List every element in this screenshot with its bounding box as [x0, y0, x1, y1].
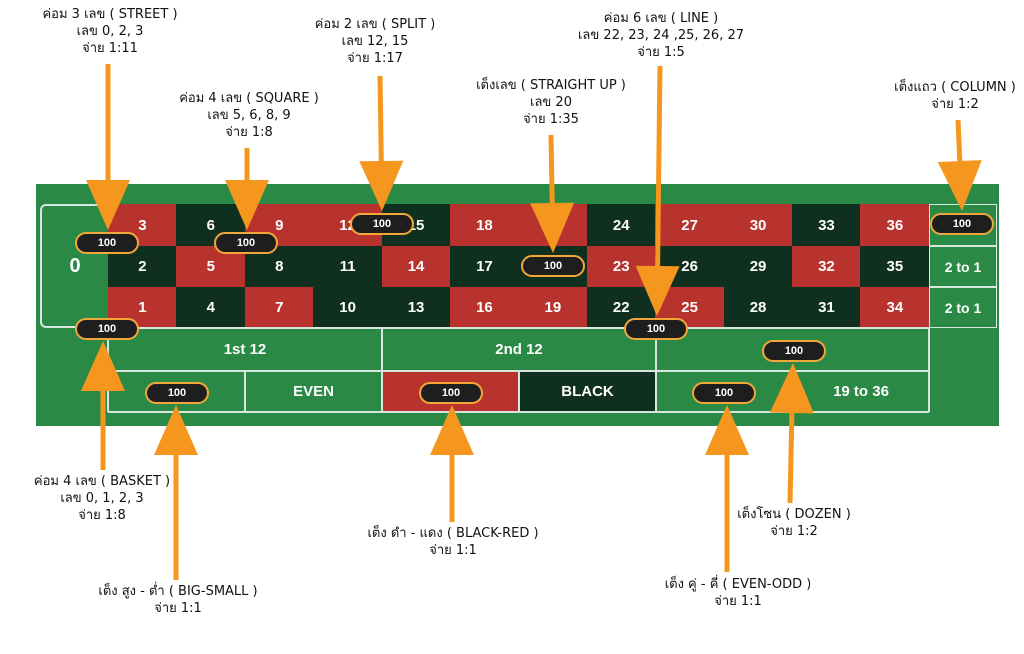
- line-payout: จ่าย 1:5: [637, 45, 685, 60]
- chip-column: 100: [930, 213, 994, 235]
- number-cell-35[interactable]: 35: [860, 246, 930, 287]
- chip-split: 100: [350, 213, 414, 235]
- column-bet-bottom[interactable]: 2 to 1: [929, 287, 997, 328]
- arrow-even-odd: [705, 405, 749, 572]
- black-red-payout: จ่าย 1:1: [429, 543, 477, 558]
- annotation-square: ค่อม 4 เลข ( SQUARE ) เลข 5, 6, 8, 9 จ่า…: [179, 90, 319, 141]
- arrow-column: [937, 119, 982, 211]
- dozen-title: เต็งโซน ( DOZEN ): [737, 507, 851, 522]
- arrow-square: [225, 148, 269, 230]
- arrow-split: [359, 76, 404, 211]
- square-title: ค่อม 4 เลข ( SQUARE ): [179, 91, 319, 106]
- number-cell-24[interactable]: 24: [586, 204, 656, 246]
- street-numbers: เลข 0, 2, 3: [76, 24, 144, 39]
- number-cell-14[interactable]: 14: [381, 246, 451, 287]
- even-odd-payout: จ่าย 1:1: [714, 594, 762, 609]
- chip-straight-up: 100: [521, 255, 585, 277]
- big-small-title: เต็ง สูง - ต่ำ ( BIG-SMALL ): [98, 584, 258, 599]
- even-odd-title: เต็ง คู่ - คี่ ( EVEN-ODD ): [664, 577, 812, 592]
- number-cell-17[interactable]: 17: [450, 246, 519, 287]
- basket-payout: จ่าย 1:8: [78, 508, 126, 523]
- column-payout: จ่าย 1:2: [931, 97, 979, 112]
- number-cell-4[interactable]: 4: [176, 287, 246, 328]
- straight-title: เต็งเลข ( STRAIGHT UP ): [476, 78, 626, 93]
- annotation-basket: ค่อม 4 เลข ( BASKET ) เลข 0, 1, 2, 3 จ่า…: [34, 473, 170, 524]
- chip-big-small: 100: [145, 382, 209, 404]
- number-cell-29[interactable]: 29: [723, 246, 793, 287]
- square-payout: จ่าย 1:8: [225, 125, 273, 140]
- split-numbers: เลข 12, 15: [341, 34, 409, 49]
- number-cell-7[interactable]: 7: [244, 287, 314, 328]
- arrow-line: [635, 66, 680, 316]
- street-title: ค่อม 3 เลข ( STREET ): [42, 7, 178, 22]
- arrow-straight-up: [530, 135, 575, 253]
- line-title: ค่อม 6 เลข ( LINE ): [603, 11, 719, 26]
- dozen-1st[interactable]: 1st 12: [223, 341, 267, 358]
- annotation-street: ค่อม 3 เลข ( STREET ) เลข 0, 2, 3 จ่าย 1…: [42, 6, 177, 57]
- number-cell-32[interactable]: 32: [792, 246, 861, 287]
- dozen-payout: จ่าย 1:2: [770, 524, 818, 539]
- bet-even[interactable]: EVEN: [293, 383, 334, 400]
- number-cell-19[interactable]: 19: [518, 287, 588, 328]
- number-cell-31[interactable]: 31: [792, 287, 861, 328]
- zero-cell[interactable]: 0: [40, 204, 108, 328]
- number-cell-28[interactable]: 28: [723, 287, 793, 328]
- annotation-column: เต็งแถว ( COLUMN ) จ่าย 1:2: [894, 79, 1016, 113]
- chip-even-odd: 100: [692, 382, 756, 404]
- bet-black[interactable]: BLACK: [519, 371, 656, 412]
- straight-numbers: เลข 20: [530, 95, 572, 110]
- street-payout: จ่าย 1:11: [82, 41, 138, 56]
- number-cell-10[interactable]: 10: [313, 287, 383, 328]
- annotation-straight-up: เต็งเลข ( STRAIGHT UP ) เลข 20 จ่าย 1:35: [476, 77, 626, 128]
- bet-19-to-36[interactable]: 19 to 36: [833, 383, 889, 400]
- chip-square: 100: [214, 232, 278, 254]
- chip-black-red: 100: [419, 382, 483, 404]
- black-red-title: เต็ง ดำ - แดง ( BLACK-RED ): [367, 526, 539, 541]
- straight-payout: จ่าย 1:35: [523, 112, 579, 127]
- annotation-black-red: เต็ง ดำ - แดง ( BLACK-RED ) จ่าย 1:1: [367, 525, 538, 559]
- number-cell-18[interactable]: 18: [450, 204, 519, 246]
- number-cell-13[interactable]: 13: [381, 287, 451, 328]
- chip-dozen: 100: [762, 340, 826, 362]
- number-cell-22[interactable]: 22: [586, 287, 656, 328]
- arrow-basket: [81, 341, 125, 470]
- square-numbers: เลข 5, 6, 8, 9: [207, 108, 291, 123]
- chip-basket: 100: [75, 318, 139, 340]
- line-numbers: เลข 22, 23, 24 ,25, 26, 27: [577, 28, 745, 43]
- annotation-split: ค่อม 2 เลข ( SPLIT ) เลข 12, 15 จ่าย 1:1…: [315, 16, 436, 67]
- number-cell-30[interactable]: 30: [723, 204, 793, 246]
- basket-title: ค่อม 4 เลข ( BASKET ): [33, 474, 171, 489]
- number-cell-27[interactable]: 27: [655, 204, 725, 246]
- number-cell-33[interactable]: 33: [792, 204, 861, 246]
- annotation-line: ค่อม 6 เลข ( LINE ) เลข 22, 23, 24 ,25, …: [578, 10, 744, 61]
- number-cell-11[interactable]: 11: [313, 246, 383, 287]
- annotation-big-small: เต็ง สูง - ต่ำ ( BIG-SMALL ) จ่าย 1:1: [98, 583, 257, 617]
- arrow-street: [86, 64, 130, 230]
- split-title: ค่อม 2 เลข ( SPLIT ): [314, 17, 436, 32]
- chip-line: 100: [624, 318, 688, 340]
- arrow-dozen: [769, 363, 814, 504]
- chip-street: 100: [75, 232, 139, 254]
- column-bet-middle[interactable]: 2 to 1: [929, 246, 997, 287]
- dozen-2nd[interactable]: 2nd 12: [495, 341, 543, 358]
- number-cell-34[interactable]: 34: [860, 287, 930, 328]
- big-small-payout: จ่าย 1:1: [154, 601, 202, 616]
- number-cell-16[interactable]: 16: [450, 287, 519, 328]
- arrow-big-small: [154, 405, 198, 580]
- annotation-even-odd: เต็ง คู่ - คี่ ( EVEN-ODD ) จ่าย 1:1: [665, 576, 812, 610]
- basket-numbers: เลข 0, 1, 2, 3: [60, 491, 144, 506]
- annotation-dozen: เต็งโซน ( DOZEN ) จ่าย 1:2: [737, 506, 851, 540]
- number-cell-36[interactable]: 36: [860, 204, 930, 246]
- arrow-black-red: [430, 405, 474, 522]
- split-payout: จ่าย 1:17: [347, 51, 403, 66]
- column-title: เต็งแถว ( COLUMN ): [894, 80, 1016, 95]
